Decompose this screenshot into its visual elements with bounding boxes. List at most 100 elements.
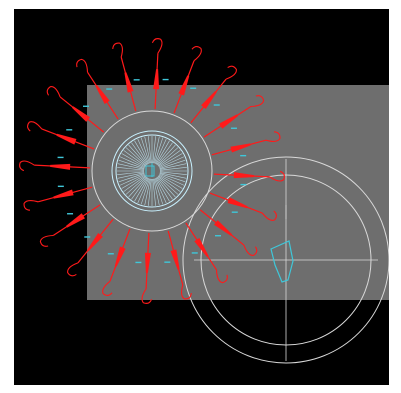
- sheet-rectangle[interactable]: [87, 85, 389, 300]
- hook-tool[interactable]: [164, 230, 192, 300]
- hook-tool[interactable]: [203, 95, 265, 138]
- tool-blade: [230, 143, 251, 153]
- hub-spoke: [159, 163, 187, 170]
- hub-spoke: [119, 173, 145, 186]
- large-circle-outer[interactable]: [182, 156, 389, 364]
- tool-hook: [225, 65, 237, 80]
- hub-spoke: [123, 150, 146, 167]
- tool-hook: [265, 131, 281, 142]
- hook-tool[interactable]: [27, 121, 95, 150]
- hub-spoke: [128, 144, 147, 166]
- hook-tool[interactable]: [199, 209, 258, 256]
- hub-spoke: [159, 167, 187, 171]
- hub-spoke: [157, 144, 176, 166]
- hub-spoke: [117, 171, 145, 175]
- hub-inner-ring[interactable]: [115, 134, 189, 208]
- hub-spoke: [117, 167, 145, 171]
- hook-tool[interactable]: [185, 222, 228, 284]
- hook-tool[interactable]: [102, 228, 131, 296]
- hook-tool[interactable]: [76, 58, 119, 120]
- hub-spoke: [118, 159, 145, 169]
- tool-blade: [219, 114, 238, 129]
- hook-tool[interactable]: [211, 131, 281, 157]
- tool-hook: [67, 262, 79, 277]
- cad-viewport[interactable]: [14, 9, 389, 385]
- tool-hook: [23, 200, 39, 211]
- tool-blade: [153, 69, 160, 90]
- profile-shape[interactable]: [270, 240, 294, 283]
- hub-assembly[interactable]: [91, 110, 213, 232]
- hook-tool[interactable]: [213, 170, 285, 186]
- tool-hook: [76, 58, 89, 73]
- tool-blade: [233, 172, 254, 179]
- hub-spoke: [154, 178, 164, 205]
- tool-blade: [50, 163, 71, 170]
- tool-blade: [227, 197, 248, 209]
- hub-spoke: [134, 177, 149, 202]
- hub-spoke: [154, 137, 164, 164]
- hook-tool[interactable]: [151, 38, 169, 110]
- tool-hook: [39, 234, 54, 247]
- hub-outer-ring[interactable]: [91, 110, 213, 232]
- hub-spoke: [148, 178, 152, 206]
- hub-spoke: [158, 175, 181, 192]
- tool-blade: [114, 246, 126, 267]
- tool-blade: [170, 249, 180, 270]
- hook-tool[interactable]: [190, 65, 237, 124]
- hub-spoke: [152, 178, 156, 206]
- radial-tool-pattern[interactable]: [19, 38, 285, 304]
- hub-spoke: [121, 153, 146, 168]
- tool-blade: [66, 213, 85, 228]
- hub-spoke: [134, 140, 149, 165]
- hub-spoke: [117, 163, 145, 170]
- cad-drawing-canvas[interactable]: [14, 9, 389, 385]
- hook-tool[interactable]: [209, 192, 277, 221]
- hub-spoke: [158, 153, 183, 168]
- tool-hook: [112, 42, 123, 58]
- hub-spoke: [157, 176, 179, 195]
- hub-spoke: [123, 175, 146, 192]
- tool-hook: [269, 170, 285, 182]
- hub-spoke: [121, 174, 146, 189]
- large-circle-guide[interactable]: [182, 156, 389, 364]
- hub-spoke: [158, 174, 183, 189]
- hub-spoke: [158, 150, 181, 167]
- hook-tool[interactable]: [23, 185, 93, 211]
- hook-tool[interactable]: [112, 42, 140, 112]
- hub-spoke: [131, 142, 148, 165]
- tool-blade: [56, 133, 77, 145]
- tool-blade: [178, 75, 190, 96]
- hub-spoke: [156, 177, 173, 200]
- hub-spoke: [128, 176, 147, 198]
- hub-spoke: [157, 147, 179, 166]
- tool-hook: [141, 288, 153, 304]
- hook-tool[interactable]: [173, 46, 202, 114]
- hub-spoke: [148, 136, 152, 164]
- tool-blade: [95, 85, 110, 104]
- tool-blade: [213, 220, 233, 236]
- hub-spoke: [157, 176, 176, 198]
- tool-hook: [243, 244, 258, 256]
- tool-hook: [181, 284, 192, 300]
- hub-spoke: [125, 176, 147, 195]
- tool-hook: [46, 86, 61, 98]
- hook-tool[interactable]: [46, 86, 105, 133]
- hub-center-square[interactable]: [145, 165, 155, 177]
- hub-spoke: [159, 172, 187, 179]
- hub-spoke: [153, 136, 160, 164]
- hub-spoke: [117, 172, 145, 179]
- hub-spoke: [154, 138, 167, 164]
- hook-tool[interactable]: [19, 156, 91, 172]
- hub-spoke: [153, 178, 160, 206]
- hub-spoke: [140, 178, 150, 205]
- hook-tool[interactable]: [135, 232, 153, 304]
- tool-hook: [102, 280, 113, 296]
- hub-spoke: [125, 147, 147, 166]
- hook-tool[interactable]: [67, 218, 114, 277]
- tool-blade: [194, 238, 209, 257]
- hook-tool[interactable]: [39, 204, 101, 247]
- hub-spoke: [156, 142, 173, 165]
- hub-middle-ring[interactable]: [111, 130, 193, 212]
- tool-blade: [71, 106, 91, 122]
- tool-hook: [215, 269, 228, 284]
